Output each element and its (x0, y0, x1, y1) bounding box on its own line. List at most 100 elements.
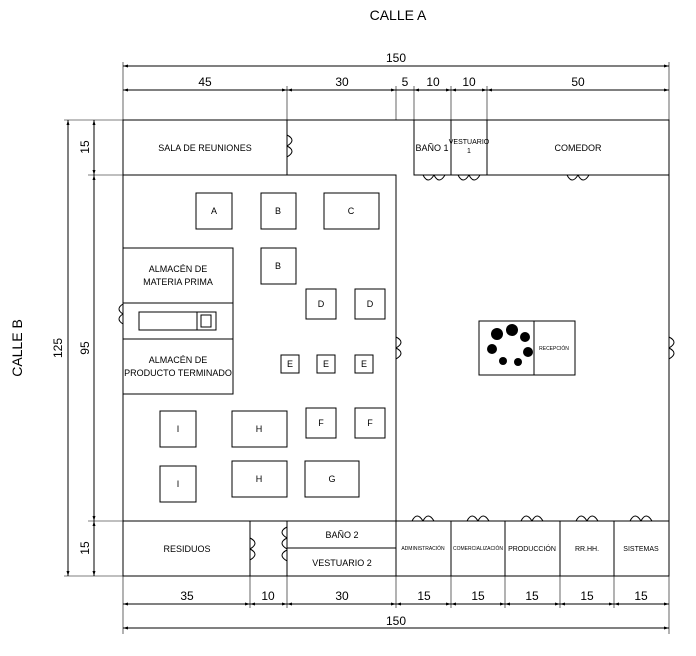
label-almacen-pt-l2: PRODUCTO TERMINADO (124, 368, 232, 378)
dim-top-1: 30 (335, 75, 349, 89)
machine-h2-label: H (256, 474, 263, 484)
machine-g (304, 460, 360, 498)
machine-f1 (305, 407, 337, 439)
dim-bottom-total: 150 (386, 614, 406, 628)
room-vestuario1 (450, 119, 488, 176)
machine-b1 (260, 192, 297, 230)
left-dimensions: 125 15 95 15 (51, 119, 123, 577)
room-comedor (486, 119, 670, 176)
machine-i2-label: I (177, 479, 180, 489)
room-sistemas (613, 520, 670, 577)
label-bano1: BAÑO 1 (415, 143, 448, 153)
machine-d2 (354, 288, 386, 320)
door-icon (411, 515, 435, 522)
room-almacen-mp (122, 247, 234, 304)
street-label-left: CALLE B (9, 319, 25, 377)
door-icon (118, 303, 124, 325)
dim-top-5: 50 (571, 75, 585, 89)
label-almacen-mp-l1: ALMACÉN DE (149, 264, 208, 274)
machine-i1 (159, 410, 197, 448)
door-icon (286, 134, 293, 158)
machine-c (323, 192, 380, 230)
label-residuos: RESIDUOS (163, 544, 210, 554)
tree-icon (487, 324, 533, 366)
label-administracion: ADMINISTRACIÓN (401, 545, 445, 552)
label-rrhh: RR.HH. (575, 546, 599, 553)
machine-e3 (354, 354, 374, 374)
dim-bottom-0: 35 (180, 589, 194, 603)
door-icon (466, 515, 490, 522)
reception-desk (533, 320, 576, 376)
label-almacen-pt-l1: ALMACÉN DE (149, 355, 208, 365)
door-icon (457, 174, 481, 181)
machine-h2 (231, 460, 288, 498)
dim-left-0: 15 (78, 140, 92, 154)
machine-e1 (280, 354, 300, 374)
dim-top-3: 10 (426, 75, 440, 89)
machine-a-label: A (211, 206, 217, 216)
door-icon (520, 515, 544, 522)
machine-d2-label: D (367, 299, 374, 309)
dim-bottom-1: 10 (261, 589, 275, 603)
machine-e2-label: E (323, 359, 329, 369)
truck-icon (138, 311, 217, 331)
door-icon (566, 174, 590, 181)
machine-f2-label: F (367, 418, 373, 428)
dim-bottom-4: 15 (471, 589, 485, 603)
machine-f2 (354, 407, 386, 439)
room-vestuario2 (286, 547, 397, 577)
room-comercializacion (450, 520, 506, 577)
machine-a (195, 192, 233, 230)
top-dimensions: 150 45 30 5 10 10 50 (122, 51, 670, 120)
room-sala-reuniones (122, 119, 288, 176)
label-comedor: COMEDOR (555, 143, 603, 153)
dim-left-1: 95 (78, 341, 92, 355)
label-sistemas: SISTEMAS (623, 546, 659, 553)
machine-c-label: C (348, 206, 355, 216)
machine-e2 (316, 354, 336, 374)
machine-h1 (231, 410, 288, 448)
machine-b2 (260, 247, 297, 285)
machine-f1-label: F (318, 418, 324, 428)
machine-d1 (305, 288, 337, 320)
label-vestuario1-l1: VESTUARIO (449, 139, 490, 146)
door-icon (395, 336, 402, 360)
machine-e1-label: E (287, 359, 293, 369)
door-icon (668, 336, 675, 360)
machine-i2 (159, 465, 197, 503)
label-vestuario2: VESTUARIO 2 (312, 558, 372, 568)
machine-d1-label: D (318, 299, 325, 309)
dim-top-2: 5 (402, 75, 409, 89)
room-produccion (504, 520, 561, 577)
machine-g-label: G (328, 474, 335, 484)
machines: A B C B D D E E E I H F F I H G (159, 192, 386, 503)
dim-left-2: 15 (78, 541, 92, 555)
door-icon (249, 537, 256, 561)
street-label-top: CALLE A (370, 7, 427, 23)
dim-bottom-7: 15 (634, 589, 648, 603)
label-sala-reuniones: SALA DE REUNIONES (158, 143, 252, 153)
dim-top-0: 45 (198, 75, 212, 89)
room-almacen-pt (122, 338, 234, 395)
dim-bottom-2: 30 (335, 589, 349, 603)
dim-left-outer: 125 (51, 338, 65, 358)
door-icon (575, 515, 599, 522)
room-bano1 (413, 119, 452, 176)
label-almacen-mp-l2: MATERIA PRIMA (143, 277, 213, 287)
dim-bottom-3: 15 (417, 589, 431, 603)
dim-top-4: 10 (462, 75, 476, 89)
label-bano2: BAÑO 2 (325, 530, 358, 540)
dim-top-total: 150 (386, 51, 406, 65)
dim-bottom-5: 15 (525, 589, 539, 603)
label-produccion: PRODUCCIÓN (508, 544, 556, 553)
label-vestuario1-l2: 1 (467, 148, 471, 155)
machine-e3-label: E (361, 359, 367, 369)
room-bano2 (286, 520, 397, 549)
door-icon (281, 526, 288, 562)
dim-bottom-6: 15 (580, 589, 594, 603)
machine-b1-label: B (275, 206, 281, 216)
bottom-dimensions: 35 10 30 15 15 15 15 15 150 (122, 576, 670, 634)
doors (118, 134, 675, 562)
machine-b2-label: B (275, 261, 281, 271)
